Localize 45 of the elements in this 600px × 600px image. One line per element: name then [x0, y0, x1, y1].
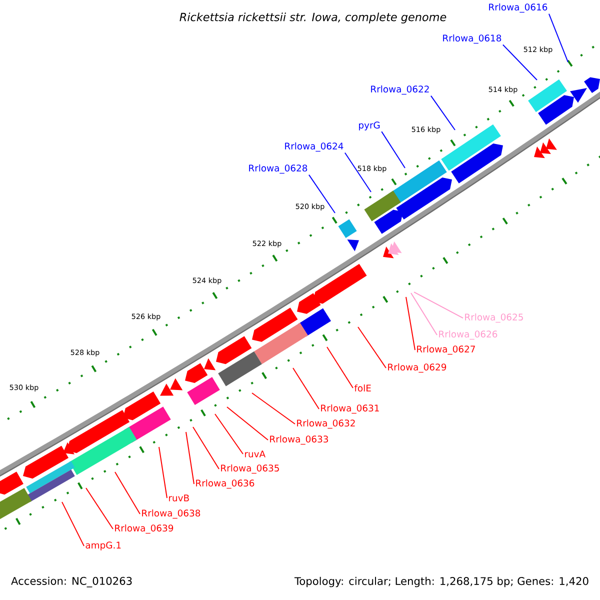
- gene-label: Rrlowa_0616: [489, 3, 548, 13]
- footer-text: Topology: circular; Length: 1,268,175 bp; Genes: 1,420: [294, 576, 588, 588]
- leader-line: [158, 446, 168, 498]
- gene-label: Rrlowa_0625: [465, 313, 523, 323]
- gene-label: ruvB: [169, 494, 189, 502]
- gene-label: Rrlowa_0628: [249, 164, 308, 174]
- leader-line: [548, 13, 568, 62]
- gene-label: Rrlowa_0624: [285, 142, 344, 152]
- gene-label: ruvA: [245, 450, 266, 458]
- gene-label: Rrlowa_0633: [270, 435, 328, 445]
- leader-line: [186, 432, 194, 484]
- leader-line: [381, 131, 406, 168]
- leader-line: [308, 174, 336, 214]
- leader-line: [410, 292, 438, 336]
- footer-text: Accession: NC_010263: [11, 576, 132, 588]
- leader-line: [226, 406, 268, 440]
- leader-line: [430, 95, 456, 130]
- leader-line: [414, 292, 464, 318]
- gene-label: Rrlowa_0632: [297, 419, 355, 429]
- leader-line: [114, 472, 140, 514]
- leader-line: [86, 488, 114, 530]
- leader-line: [502, 44, 538, 80]
- leader-line: [62, 502, 84, 546]
- title: Rickettsia rickettsii str. Iowa, complete genome: [180, 12, 446, 24]
- gene-label: ampG.1: [86, 542, 121, 550]
- gene-label: Rrlowa_0627: [417, 345, 475, 355]
- gene-label: Rrlowa_0622: [371, 85, 429, 95]
- leader-line: [192, 426, 220, 470]
- gene-label: Rrlowa_0629: [388, 363, 446, 373]
- gene-label: Rrlowa_0635: [221, 464, 279, 474]
- leader-line: [326, 346, 354, 388]
- gene-label: Rrlowa_0618: [443, 34, 502, 44]
- leader-line: [292, 368, 320, 410]
- leader-line: [252, 392, 296, 424]
- leader-line: [344, 152, 372, 192]
- gene-label: folE: [354, 384, 371, 392]
- gene-label: Rrlowa_0631: [321, 404, 379, 414]
- leader-line: [406, 296, 416, 350]
- gene-label: pyrG: [359, 122, 380, 130]
- leader-line: [358, 326, 386, 368]
- gene-label: Rrlowa_0638: [142, 509, 200, 519]
- leader-line: [214, 414, 244, 454]
- gene-label: Rrlowa_0636: [196, 479, 254, 489]
- gene-label: Rrlowa_0639: [115, 524, 174, 534]
- gene-label: Rrlowa_0626: [439, 330, 498, 340]
